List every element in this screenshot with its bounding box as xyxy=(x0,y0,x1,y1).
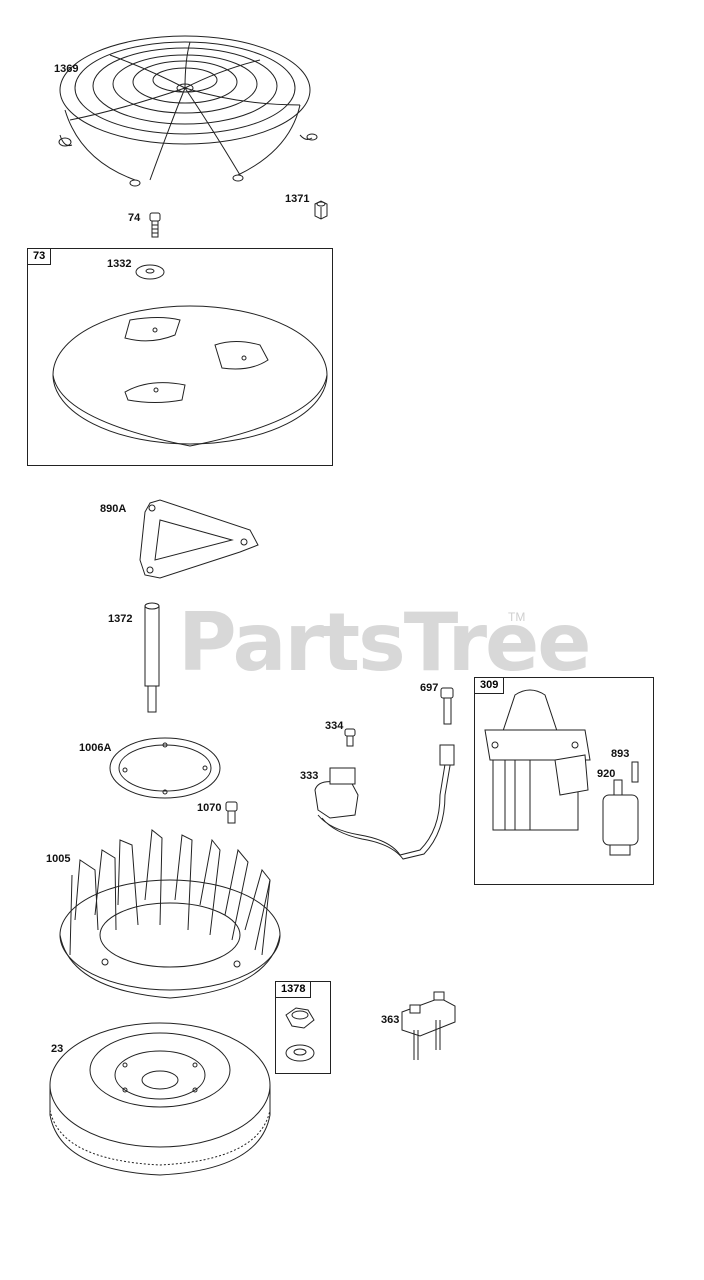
spacer-1372-drawing xyxy=(144,602,160,713)
part-label-697[interactable]: 697 xyxy=(420,682,439,694)
part-label-1369[interactable]: 1369 xyxy=(54,63,79,75)
nut-1371-drawing xyxy=(314,200,328,220)
group-label-1378[interactable]: 1378 xyxy=(275,981,312,998)
bracket-363-drawing xyxy=(401,991,456,1060)
bolt-74-drawing xyxy=(149,212,161,238)
screw-334-drawing xyxy=(344,728,356,747)
group-box-1378: 1378 xyxy=(275,981,331,1074)
bolt-1070-drawing xyxy=(225,801,238,824)
part-label-74[interactable]: 74 xyxy=(128,212,141,224)
part-label-334[interactable]: 334 xyxy=(325,720,344,732)
part-label-1372[interactable]: 1372 xyxy=(108,613,133,625)
part-label-1070[interactable]: 1070 xyxy=(197,802,222,814)
part-label-333[interactable]: 333 xyxy=(300,770,319,782)
group-label-309[interactable]: 309 xyxy=(474,677,505,694)
starter-motor-drawing xyxy=(484,689,591,831)
part-label-1005[interactable]: 1005 xyxy=(46,853,71,865)
part-label-1332[interactable]: 1332 xyxy=(107,258,132,270)
watermark-logo: PartsTree xyxy=(178,596,592,689)
group-box-73: 73 xyxy=(27,248,333,466)
nut-washer-1378-drawing xyxy=(285,1007,315,1062)
fan-guard-drawing xyxy=(58,35,318,187)
washer-1332-drawing xyxy=(135,264,165,280)
part-label-363[interactable]: 363 xyxy=(381,1014,400,1026)
flywheel-drawing xyxy=(49,1022,271,1176)
part-label-890a[interactable]: 890A xyxy=(100,503,127,515)
bracket-890a-drawing xyxy=(139,499,259,579)
group-label-73[interactable]: 73 xyxy=(27,248,52,265)
blower-plate-drawing xyxy=(52,305,328,447)
bolt-697-drawing xyxy=(440,687,454,725)
part-label-893[interactable]: 893 xyxy=(611,748,630,760)
flywheel-fan-drawing xyxy=(59,829,281,999)
part-label-1006a[interactable]: 1006A xyxy=(79,742,112,754)
solenoid-drawing xyxy=(602,761,639,856)
group-box-309: 309 xyxy=(474,677,654,885)
ignition-coil-drawing xyxy=(314,744,455,860)
watermark-trademark: TM xyxy=(508,610,526,624)
part-label-920[interactable]: 920 xyxy=(597,768,616,780)
gasket-1006a-drawing xyxy=(109,737,221,799)
part-label-23[interactable]: 23 xyxy=(51,1043,64,1055)
part-label-1371[interactable]: 1371 xyxy=(285,193,310,205)
